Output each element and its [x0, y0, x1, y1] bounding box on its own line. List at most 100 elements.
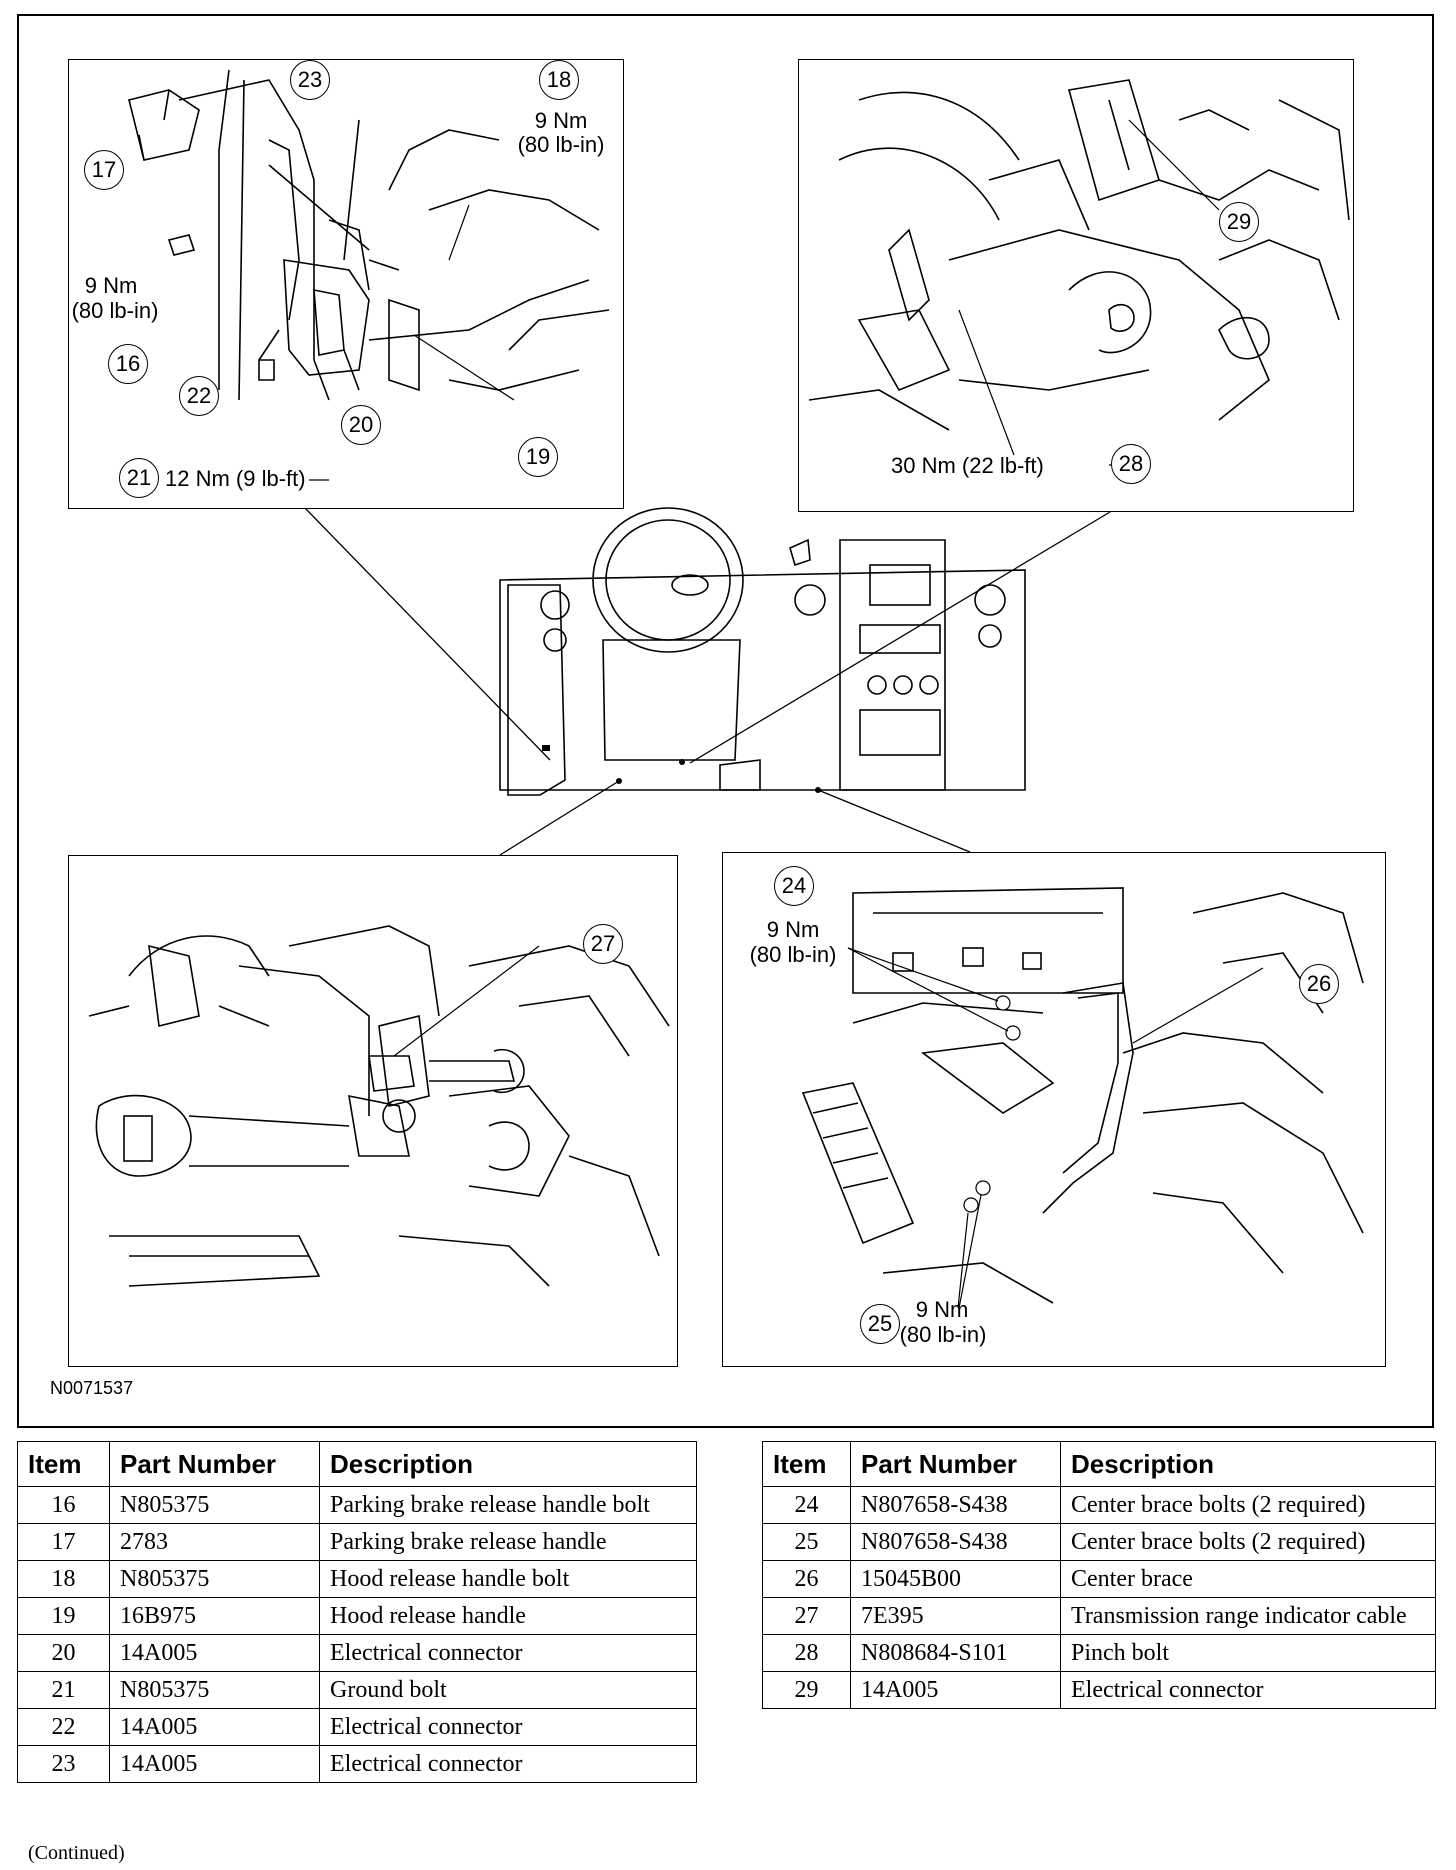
- detail-panel-steering-column: 29 30 Nm (22 lb-ft) 28: [798, 59, 1354, 512]
- col-header-description: Description: [319, 1441, 697, 1487]
- table-row: 22 14A005 Electrical connector: [17, 1708, 697, 1746]
- parts-table-left: Item Part Number Description 16 N805375 …: [17, 1441, 697, 1783]
- panel-illustration: [88, 925, 670, 1287]
- cell-description: Center brace bolts (2 required): [1060, 1486, 1436, 1524]
- cell-part-number: 14A005: [109, 1745, 320, 1783]
- callout-29: 29: [1219, 202, 1259, 242]
- cell-item: 28: [762, 1634, 851, 1672]
- cell-part-number: N805375: [109, 1560, 320, 1598]
- cell-description: Electrical connector: [1060, 1671, 1436, 1709]
- table-row: 20 14A005 Electrical connector: [17, 1634, 697, 1672]
- cell-part-number: N807658-S438: [850, 1523, 1061, 1561]
- torque-24-lbin: (80 lb-in): [749, 942, 837, 967]
- table-row: 24 N807658-S438 Center brace bolts (2 re…: [762, 1486, 1436, 1524]
- detail-panel-hood-parking-release: 23 18 9 Nm (80 lb-in) 17 9 Nm (80 lb-in)…: [68, 59, 624, 509]
- table-row: 29 14A005 Electrical connector: [762, 1671, 1436, 1709]
- cell-description: Ground bolt: [319, 1671, 697, 1709]
- table-row: 21 N805375 Ground bolt: [17, 1671, 697, 1709]
- table-row: 18 N805375 Hood release handle bolt: [17, 1560, 697, 1598]
- figure-frame: [17, 14, 1434, 1428]
- callout-24: 24: [774, 866, 814, 906]
- detail-panel-transmission-cable: 27: [68, 855, 678, 1367]
- callout-19: 19: [518, 437, 558, 477]
- cell-item: 22: [17, 1708, 110, 1746]
- cell-part-number: N805375: [109, 1671, 320, 1709]
- cell-part-number: 14A005: [109, 1634, 320, 1672]
- parts-table-right: Item Part Number Description 24 N807658-…: [762, 1441, 1436, 1709]
- cell-part-number: N808684-S101: [850, 1634, 1061, 1672]
- cell-description: Center brace bolts (2 required): [1060, 1523, 1436, 1561]
- panel-illustration: [801, 887, 1364, 1309]
- cell-part-number: 2783: [109, 1523, 320, 1561]
- torque-25-nm: 9 Nm: [915, 1297, 969, 1322]
- callout-27: 27: [583, 924, 623, 964]
- table-header-row: Item Part Number Description: [17, 1441, 697, 1487]
- table-header-row: Item Part Number Description: [762, 1441, 1436, 1487]
- cell-part-number: 14A005: [850, 1671, 1061, 1709]
- col-header-part-number: Part Number: [850, 1441, 1061, 1487]
- callout-23: 23: [290, 60, 330, 100]
- cell-part-number: 14A005: [109, 1708, 320, 1746]
- leader-lines: [304, 507, 1111, 856]
- cell-item: 20: [17, 1634, 110, 1672]
- dashboard-overview: [499, 507, 1026, 796]
- cell-description: Electrical connector: [319, 1634, 697, 1672]
- callout-18: 18: [539, 60, 579, 100]
- table-row: 26 15045B00 Center brace: [762, 1560, 1436, 1598]
- callout-28: 28: [1111, 444, 1151, 484]
- callout-20: 20: [341, 405, 381, 445]
- cell-part-number: N805375: [109, 1486, 320, 1524]
- table-row: 16 N805375 Parking brake release handle …: [17, 1486, 697, 1524]
- col-header-item: Item: [17, 1441, 110, 1487]
- col-header-description: Description: [1060, 1441, 1436, 1487]
- cell-description: Hood release handle bolt: [319, 1560, 697, 1598]
- cell-description: Electrical connector: [319, 1745, 697, 1783]
- table-row: 28 N808684-S101 Pinch bolt: [762, 1634, 1436, 1672]
- cell-item: 29: [762, 1671, 851, 1709]
- cell-part-number: 15045B00: [850, 1560, 1061, 1598]
- cell-item: 24: [762, 1486, 851, 1524]
- cell-description: Center brace: [1060, 1560, 1436, 1598]
- torque-18-nm: 9 Nm: [534, 108, 588, 133]
- panel-illustration: [808, 79, 1350, 466]
- callout-16: 16: [108, 344, 148, 384]
- torque-16-lbin: (80 lb-in): [71, 298, 159, 323]
- cell-item: 25: [762, 1523, 851, 1561]
- callout-17: 17: [84, 150, 124, 190]
- cell-description: Parking brake release handle: [319, 1523, 697, 1561]
- cell-item: 26: [762, 1560, 851, 1598]
- cell-item: 21: [17, 1671, 110, 1709]
- cell-item: 23: [17, 1745, 110, 1783]
- torque-18-lbin: (80 lb-in): [517, 132, 605, 157]
- table-row: 19 16B975 Hood release handle: [17, 1597, 697, 1635]
- cell-item: 18: [17, 1560, 110, 1598]
- detail-panel-center-brace: 24 9 Nm (80 lb-in) 26 25 9 Nm (80 lb-in): [722, 852, 1386, 1367]
- table-row: 23 14A005 Electrical connector: [17, 1745, 697, 1783]
- col-header-item: Item: [762, 1441, 851, 1487]
- callout-21: 21: [119, 458, 159, 498]
- callout-26: 26: [1299, 964, 1339, 1004]
- table-row: 17 2783 Parking brake release handle: [17, 1523, 697, 1561]
- cell-item: 17: [17, 1523, 110, 1561]
- torque-16-nm: 9 Nm: [84, 273, 138, 298]
- torque-25-lbin: (80 lb-in): [899, 1322, 987, 1347]
- cell-item: 16: [17, 1486, 110, 1524]
- torque-28: 30 Nm (22 lb-ft): [891, 453, 1044, 478]
- table-row: 25 N807658-S438 Center brace bolts (2 re…: [762, 1523, 1436, 1561]
- col-header-part-number: Part Number: [109, 1441, 320, 1487]
- cell-description: Electrical connector: [319, 1708, 697, 1746]
- cell-part-number: 7E395: [850, 1597, 1061, 1635]
- callout-22: 22: [179, 376, 219, 416]
- panel-illustration: [128, 69, 610, 481]
- cell-description: Parking brake release handle bolt: [319, 1486, 697, 1524]
- figure-id: N0071537: [50, 1378, 134, 1398]
- cell-item: 27: [762, 1597, 851, 1635]
- callout-25: 25: [860, 1304, 900, 1344]
- cell-description: Pinch bolt: [1060, 1634, 1436, 1672]
- cell-description: Transmission range indicator cable: [1060, 1597, 1436, 1635]
- cell-item: 19: [17, 1597, 110, 1635]
- cell-description: Hood release handle: [319, 1597, 697, 1635]
- table-row: 27 7E395 Transmission range indicator ca…: [762, 1597, 1436, 1635]
- cell-part-number: 16B975: [109, 1597, 320, 1635]
- torque-21: 12 Nm (9 lb-ft): [165, 466, 306, 491]
